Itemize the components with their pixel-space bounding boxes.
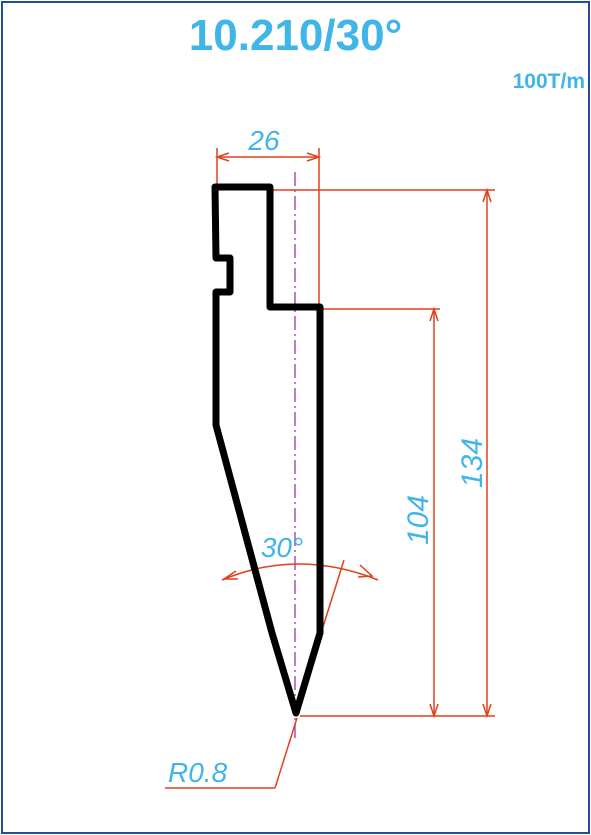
width-dimension-label: 26 [247, 125, 280, 156]
tool-title: 10.210/30° [188, 11, 403, 60]
punch-profile [211, 183, 324, 717]
angle-dimension-label: 30° [261, 532, 303, 563]
tonnage-label: 100T/m [512, 70, 585, 93]
tip-radius-label: R0.8 [168, 757, 228, 788]
blade-height-dimension-label: 104 [402, 495, 435, 545]
total-height-dimension-label: 134 [456, 438, 489, 488]
